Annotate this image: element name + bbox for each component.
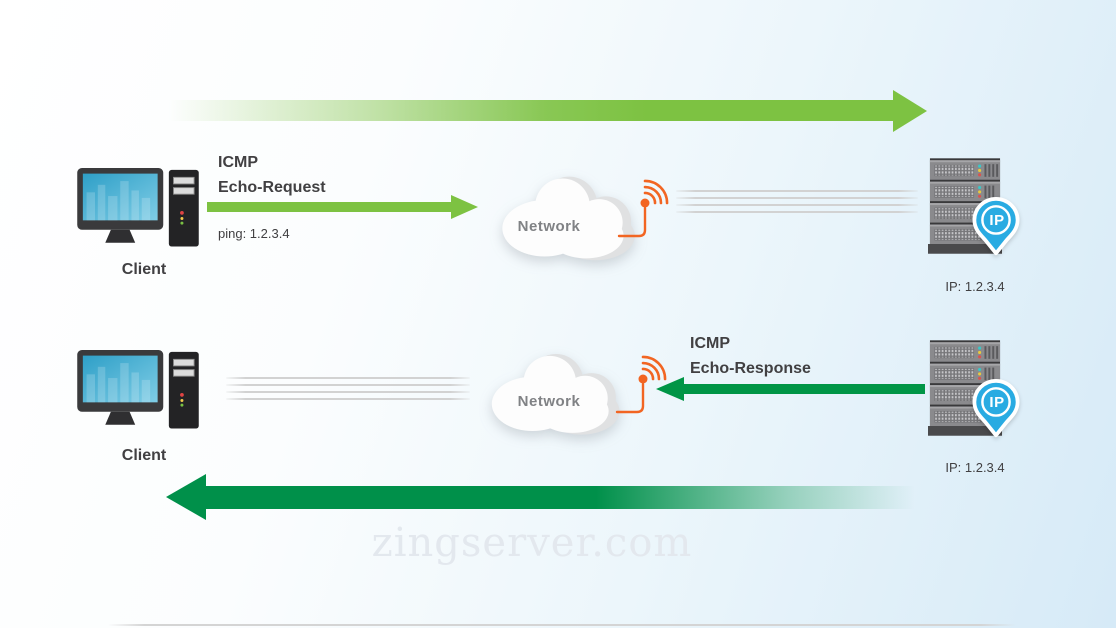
client-label: Client xyxy=(121,447,167,464)
ip-pin-text: IP xyxy=(989,212,1005,229)
response-protocol-label: ICMP xyxy=(690,335,730,352)
packet-lines xyxy=(226,377,470,405)
network-label: Network xyxy=(517,218,581,235)
server-ip-label: IP: 1.2.3.4 xyxy=(945,460,1005,475)
response-arrow xyxy=(684,384,925,394)
request-message-label: Echo-Request xyxy=(218,179,326,196)
ip-pin-text: IP xyxy=(989,394,1005,411)
server-ip-label: IP: 1.2.3.4 xyxy=(945,279,1005,294)
request-arrow xyxy=(207,202,451,212)
client-computer-icon xyxy=(77,168,199,254)
packet-lines xyxy=(676,190,918,218)
request-arrowhead xyxy=(451,195,478,219)
response-message-label: Echo-Response xyxy=(690,360,811,377)
client-label: Client xyxy=(121,261,167,278)
watermark: zingserver.com xyxy=(371,520,693,566)
response-flow-arrowhead xyxy=(166,474,206,520)
antenna-signal-icon xyxy=(617,178,681,242)
request-flow-arrowhead xyxy=(893,90,927,132)
ping-command-label: ping: 1.2.3.4 xyxy=(218,226,290,241)
bottom-edge-line xyxy=(108,624,1016,626)
response-flow-arrow xyxy=(206,486,915,509)
request-flow-arrow xyxy=(168,100,894,121)
response-arrowhead xyxy=(656,377,684,401)
network-label: Network xyxy=(517,393,581,410)
client-computer-icon xyxy=(77,350,199,436)
request-protocol-label: ICMP xyxy=(218,154,258,171)
